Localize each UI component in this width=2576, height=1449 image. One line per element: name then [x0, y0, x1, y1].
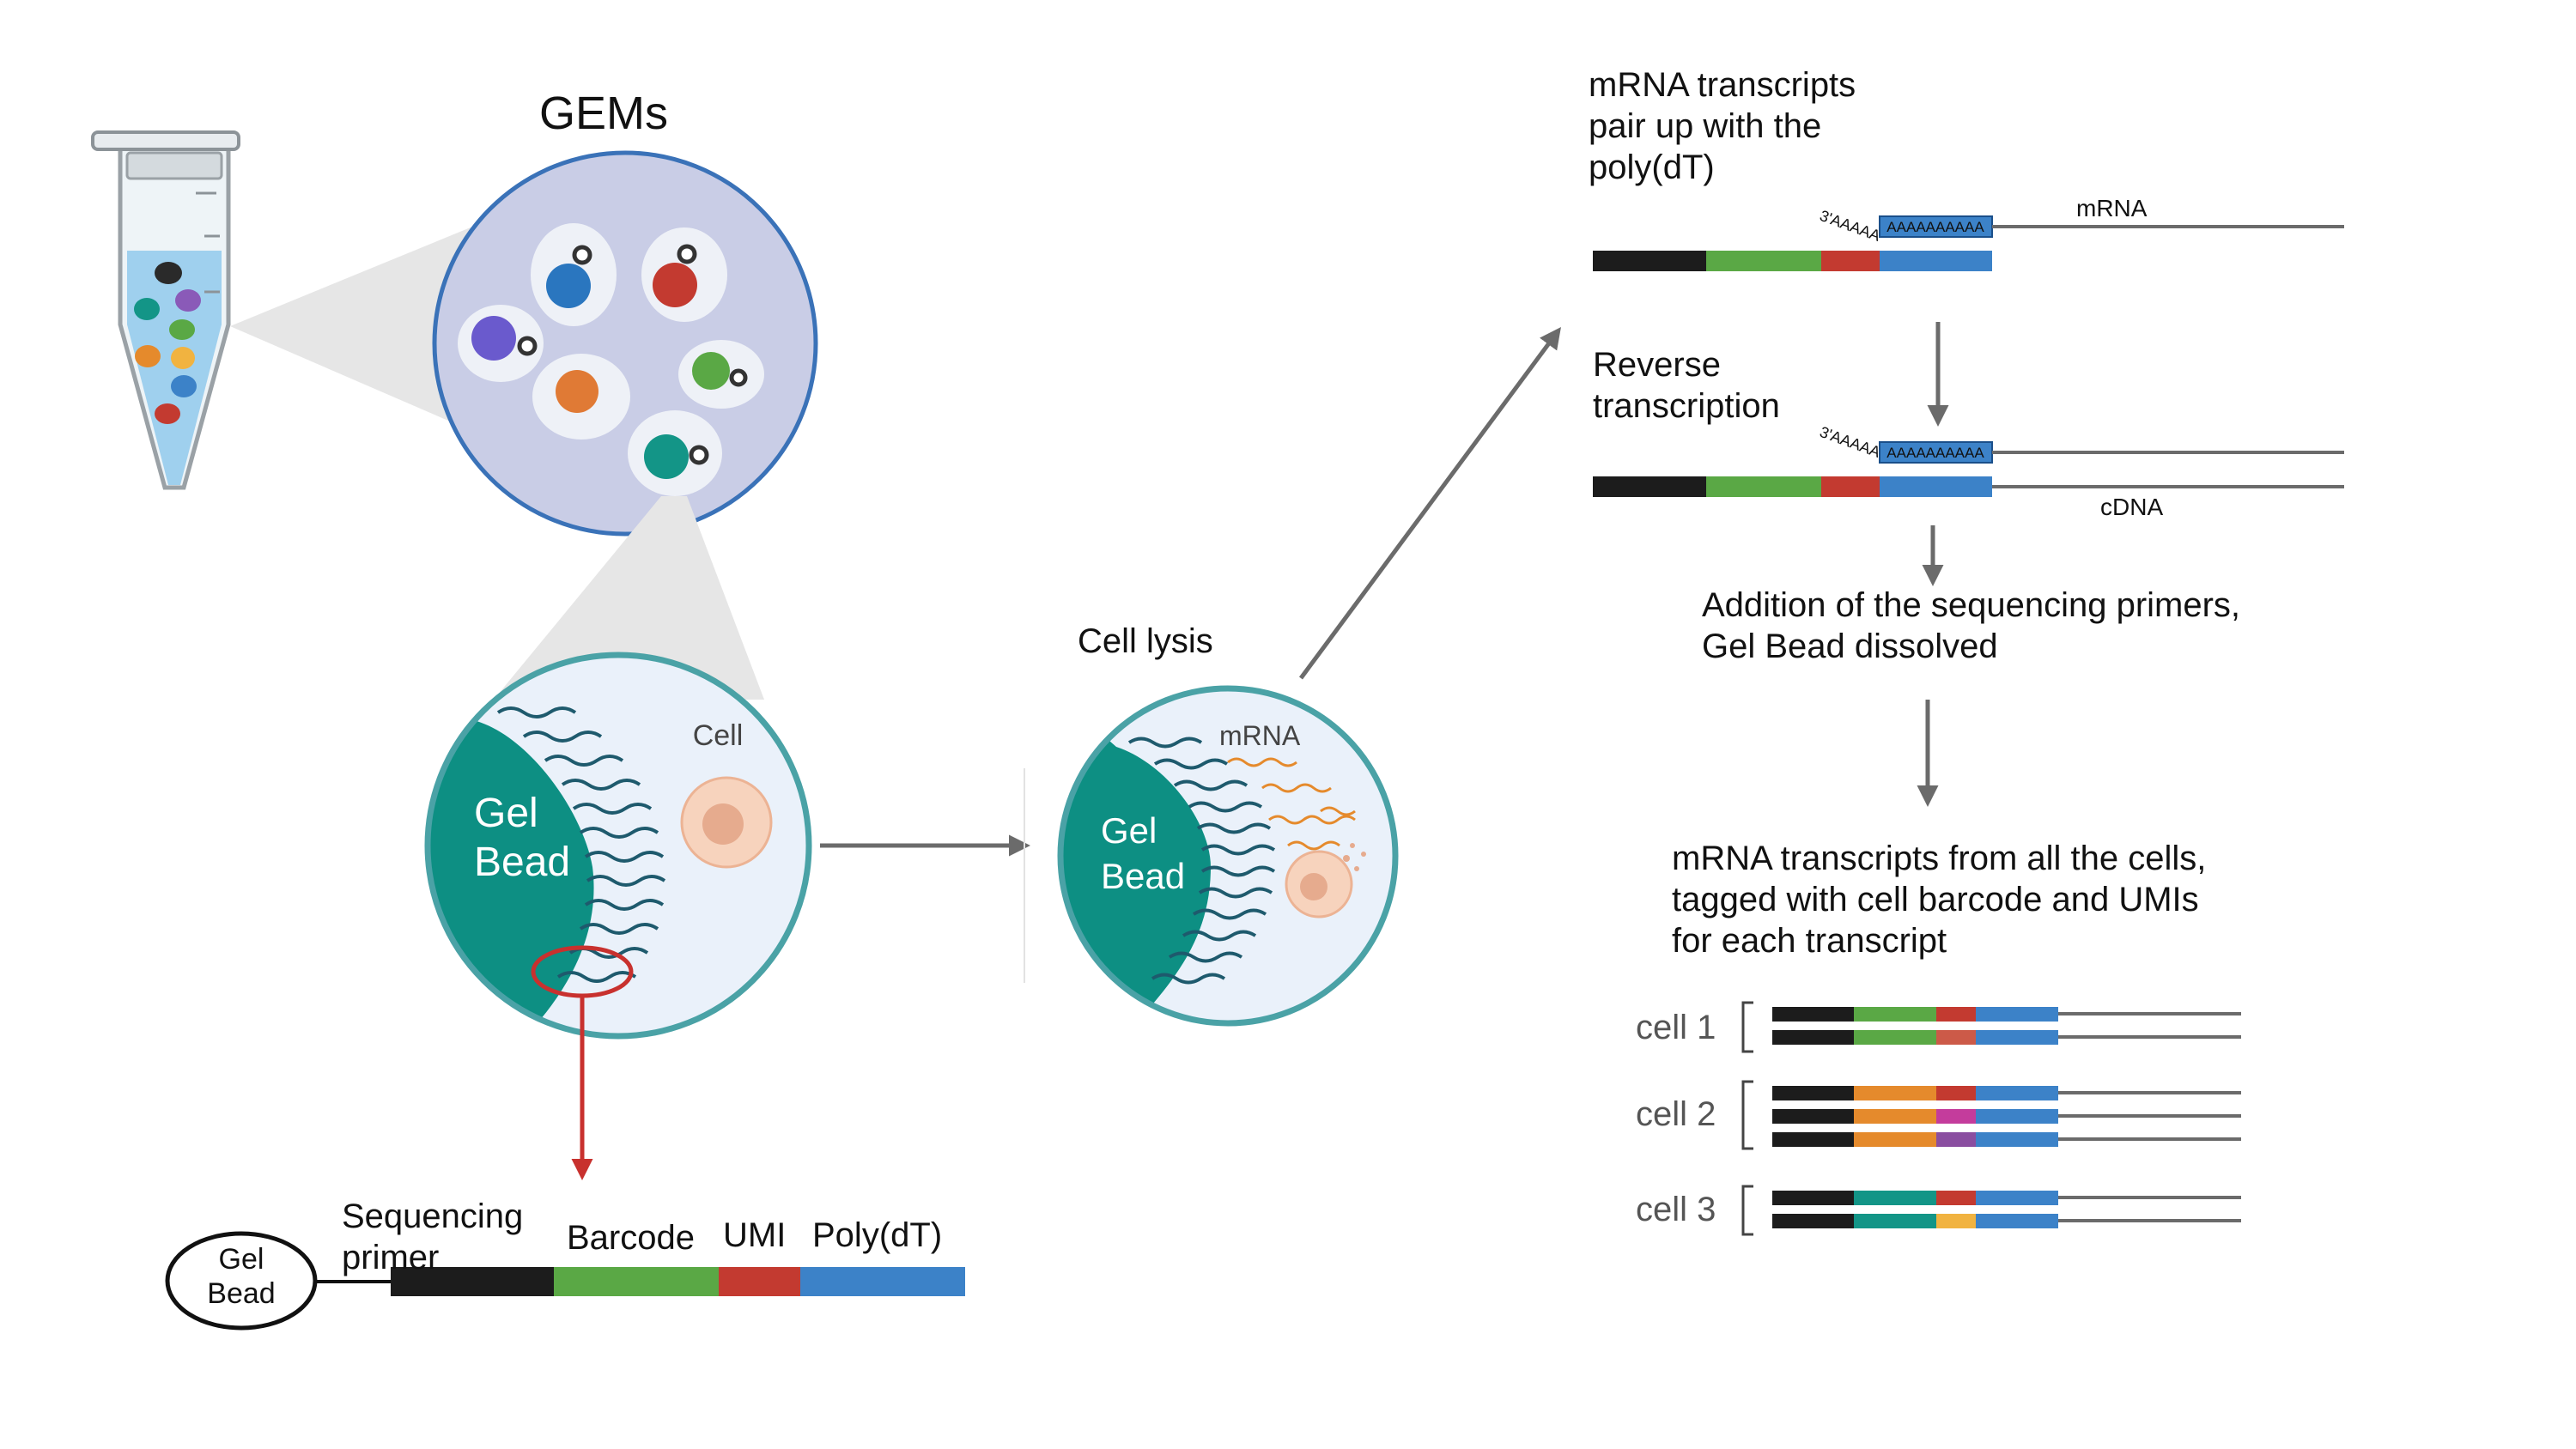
droplet-icon: [169, 319, 195, 340]
droplet-icon: [175, 289, 201, 312]
umi-segment: [719, 1267, 800, 1296]
seq-primer-label: primer: [342, 1239, 439, 1276]
transcript-row: [1772, 1086, 2241, 1100]
cell-icon: [546, 264, 591, 308]
polydt-segment: [800, 1267, 965, 1296]
polya-box-label: AAAAAAAAAA: [1886, 445, 1984, 461]
cell-label: Cell: [693, 719, 744, 752]
cell-icon: [653, 263, 697, 307]
gel-bead-label: Bead: [1101, 856, 1185, 896]
step4-text: mRNA transcripts from all the cells,: [1672, 840, 2206, 877]
arrow-icon: [1298, 326, 1561, 680]
step-reverse-transcription: Reverse transcription AAAAAAAAAA 3'AAAAA…: [1593, 346, 2344, 520]
tube-icon: [91, 130, 240, 490]
polya-box-label: AAAAAAAAAA: [1886, 219, 1984, 235]
step1-text: poly(dT): [1589, 149, 1715, 186]
mrna-label: mRNA: [1219, 720, 1301, 751]
cell-icon: [556, 370, 598, 413]
cell-icon: [680, 776, 773, 869]
step-mrna-pairing: mRNA transcripts pair up with the poly(d…: [1589, 66, 2344, 271]
step2-text: transcription: [1593, 387, 1780, 425]
cell-icon: [692, 352, 730, 390]
mrna-strand-label: mRNA: [2076, 195, 2148, 221]
droplet-icon: [135, 345, 161, 367]
step2-text: Reverse: [1593, 346, 1721, 384]
umi-label: UMI: [723, 1216, 786, 1254]
polya-tail-label: 3'AAAAA: [1818, 207, 1883, 245]
cell-icon: [471, 316, 516, 361]
capture-oligo-structure: Gel Bead Sequencing primer Barcode UMI P…: [165, 1197, 965, 1331]
transcript-row: [1772, 1214, 2241, 1228]
step4-text: for each transcript: [1672, 922, 1947, 960]
transcript-row: [1772, 1030, 2241, 1045]
gel-bead-label: Gel: [474, 791, 538, 836]
primer-segment: [391, 1267, 554, 1296]
cell-label: cell 3: [1636, 1191, 1716, 1228]
transcript-row: [1772, 1007, 2241, 1022]
droplet-icon: [171, 375, 197, 397]
lysis-title: Cell lysis: [1078, 622, 1213, 660]
cell-label: cell 1: [1636, 1009, 1716, 1046]
step1-text: pair up with the: [1589, 107, 1821, 145]
step4-text: tagged with cell barcode and UMIs: [1672, 881, 2199, 919]
polydt-label: Poly(dT): [812, 1216, 942, 1254]
droplet-icon: [171, 347, 195, 369]
polya-tail-label: 3'AAAAA: [1818, 423, 1883, 461]
droplet-icon: [155, 403, 180, 424]
cell-icon: [1285, 843, 1366, 919]
cell-transcript-group: cell 3: [1636, 1185, 2241, 1236]
cdna-strand-label: cDNA: [2100, 494, 2163, 520]
barcode-label: Barcode: [567, 1219, 695, 1257]
transcript-row: [1772, 1109, 2241, 1124]
zoom-cone: [230, 223, 481, 429]
gel-bead-label: Gel: [1101, 810, 1157, 851]
transcript-row: [1772, 1132, 2241, 1147]
cell-transcript-group: cell 2: [1636, 1080, 2241, 1150]
seq-primer-label: Sequencing: [342, 1197, 523, 1235]
step1-text: mRNA transcripts: [1589, 66, 1856, 104]
lysis-droplet: Gel Bead mRNA: [1057, 685, 1399, 1027]
cell-transcript-group: cell 1: [1636, 1001, 2241, 1053]
droplet-icon: [134, 298, 160, 320]
barcode-segment: [554, 1267, 719, 1296]
cell-label: cell 2: [1636, 1095, 1716, 1133]
transcript-row: [1772, 1191, 2241, 1205]
gem-droplet: Gel Bead Cell: [424, 652, 812, 1040]
cell-icon: [644, 434, 689, 479]
structure-bead-label: Gel: [219, 1243, 264, 1276]
droplet-icon: [155, 262, 182, 284]
structure-bead-label: Bead: [207, 1277, 275, 1310]
zoom-cone: [494, 496, 764, 700]
step3-text: Addition of the sequencing primers,: [1702, 586, 2240, 624]
gems-circle: [432, 150, 818, 537]
mrna-strands: [1227, 757, 1356, 851]
gems-title: GEMs: [539, 88, 668, 139]
step3-text: Gel Bead dissolved: [1702, 627, 1998, 665]
gel-bead-label: Bead: [474, 840, 570, 885]
